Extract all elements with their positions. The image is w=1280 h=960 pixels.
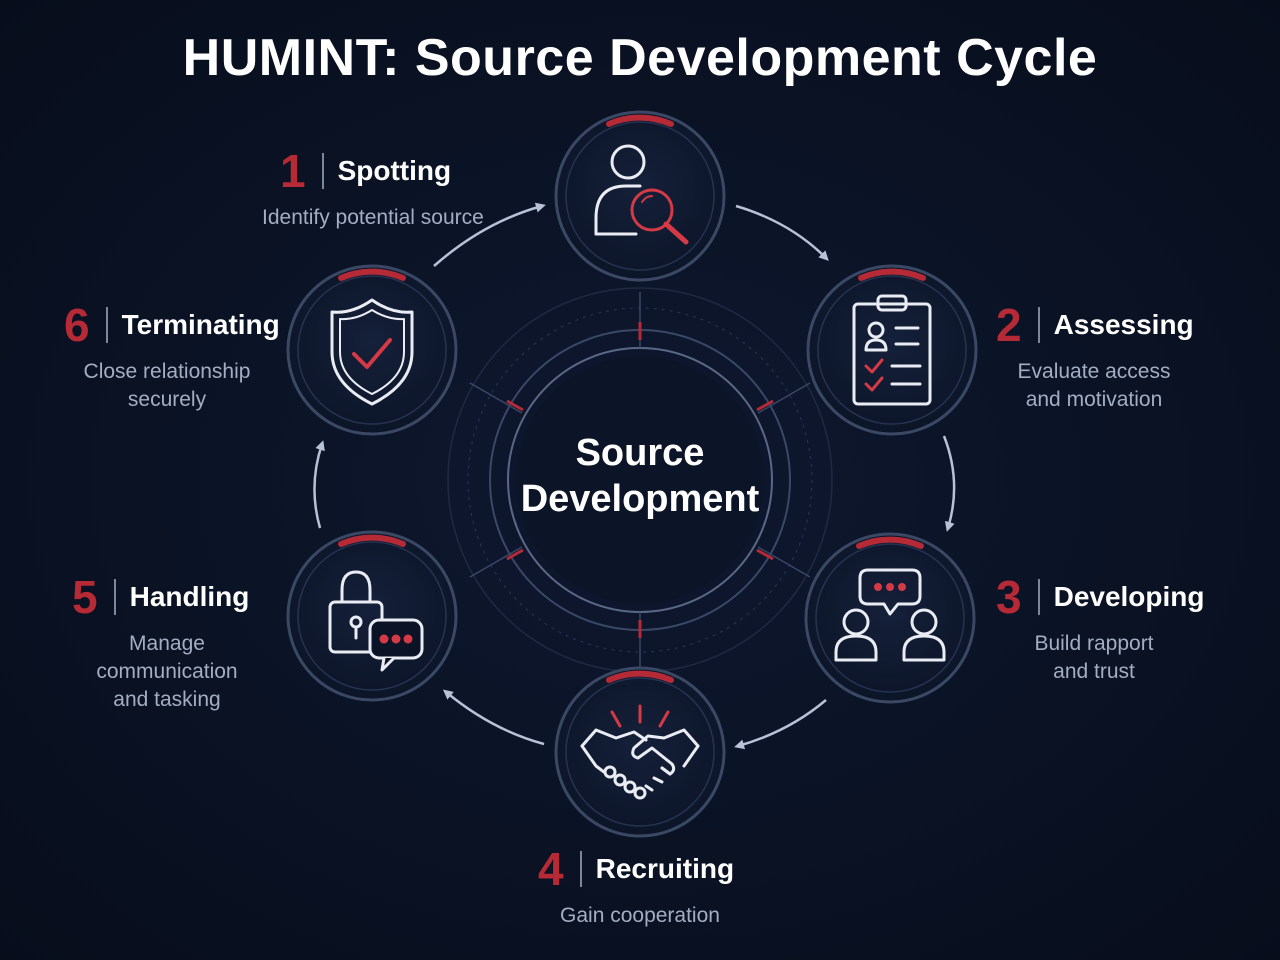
step-divider: [105, 307, 108, 343]
step-divider: [1037, 307, 1040, 343]
step-node-spotting: [554, 110, 726, 282]
step-name: Recruiting: [595, 853, 735, 884]
step-number: 1: [280, 145, 306, 197]
arrow-6-to-1: [433, 202, 546, 267]
step-divider: [1037, 579, 1040, 615]
step-divider: [113, 579, 116, 615]
step-description: Build rapport and trust: [996, 630, 1192, 686]
arrow-5-to-6: [313, 440, 325, 529]
step-divider: [579, 851, 582, 887]
step-terminating: 6 Terminating Close relationship securel…: [64, 302, 280, 414]
step-recruiting: 4 Recruiting Gain cooperation: [538, 846, 742, 930]
step-name: Terminating: [121, 309, 280, 340]
arrow-2-to-3: [942, 435, 956, 532]
step-name: Spotting: [337, 155, 452, 186]
conversation-icon: [834, 568, 946, 662]
step-divider: [321, 153, 324, 189]
lock-chat-icon: [328, 570, 424, 672]
step-assessing: 2 Assessing Evaluate access and motivati…: [996, 302, 1194, 414]
step-description-line: and trust: [1053, 660, 1135, 683]
person-search-icon: [594, 144, 689, 245]
clipboard-checklist-icon: [852, 294, 932, 406]
step-description-line: Evaluate access: [1017, 360, 1171, 383]
step-description-line: securely: [127, 388, 207, 411]
step-node-handling: [286, 530, 458, 702]
step-description: Identify potential source: [262, 204, 484, 232]
arrow-3-to-4: [734, 699, 827, 750]
step-handling: 5 Handling Manage communication and task…: [62, 574, 272, 714]
shield-check-icon: [330, 298, 414, 406]
step-description-line: and motivation: [1025, 388, 1163, 411]
step-node-developing: [804, 532, 976, 704]
cycle-arrows: [313, 202, 956, 750]
step-number: 4: [538, 843, 564, 895]
step-description-line: Identify potential source: [262, 206, 484, 229]
step-number: 2: [996, 299, 1022, 351]
step-description-line: Build rapport: [1034, 632, 1154, 655]
step-description: Gain cooperation: [538, 902, 742, 930]
step-description: Close relationship securely: [64, 358, 270, 414]
step-description-line: Gain cooperation: [560, 904, 720, 927]
step-description: Manage communication and tasking: [62, 630, 272, 714]
step-name: Developing: [1053, 581, 1205, 612]
step-description-line: Manage communication: [96, 632, 238, 683]
arrow-1-to-2: [735, 204, 829, 261]
step-number: 3: [996, 571, 1022, 623]
step-node-recruiting: [554, 666, 726, 838]
step-number: 5: [72, 571, 98, 623]
step-spotting: 1 Spotting Identify potential source: [262, 148, 484, 232]
center-label-line-2: Development: [520, 478, 760, 520]
page-title: HUMINT: Source Development Cycle: [182, 29, 1098, 87]
center-decoration: [447, 287, 833, 673]
handshake-icon: [580, 704, 700, 800]
step-name: Assessing: [1053, 309, 1194, 340]
step-node-assessing: [806, 264, 978, 436]
step-description-line: Close relationship: [83, 360, 251, 383]
arrow-4-to-5: [442, 689, 545, 746]
step-name: Handling: [129, 581, 250, 612]
step-description: Evaluate access and motivation: [996, 358, 1192, 414]
center-label-line-1: Source: [575, 432, 705, 474]
step-description-line: and tasking: [113, 688, 221, 711]
step-node-terminating: [286, 264, 458, 436]
center-label: Source Development: [520, 430, 760, 522]
step-number: 6: [64, 299, 90, 351]
step-developing: 3 Developing Build rapport and trust: [996, 574, 1205, 686]
